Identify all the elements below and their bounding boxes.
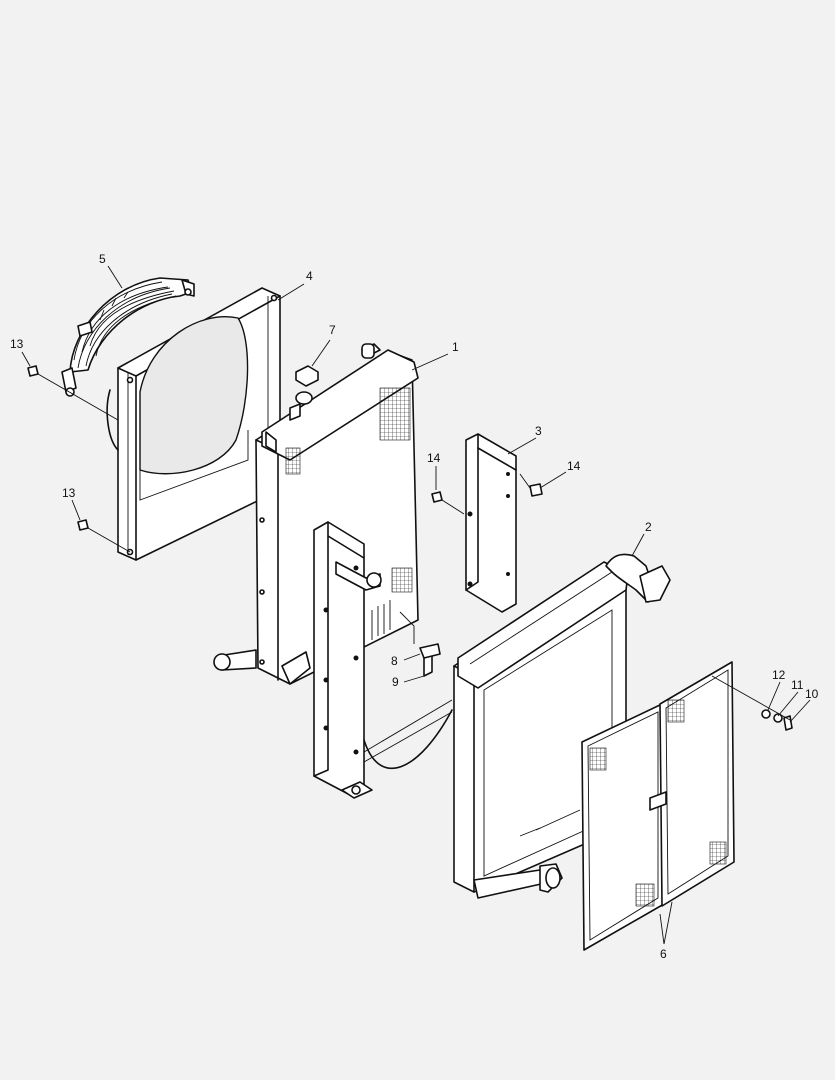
- callout-12: 12: [772, 668, 786, 682]
- bracket-right: [465, 433, 517, 613]
- radiator: [213, 343, 419, 685]
- callout-3: 3: [535, 424, 542, 438]
- callouts: 1 2 3 4 5 6 7 8 9 10 11 12 13 13 14 14: [10, 252, 819, 961]
- callout-13-bottom: 13: [62, 486, 76, 500]
- callout-8: 8: [391, 654, 398, 668]
- bracket-left: [313, 521, 453, 799]
- hardware: [27, 365, 793, 731]
- fan-guard: [61, 277, 195, 397]
- drain-valve: [399, 611, 441, 677]
- screen-panels: [581, 661, 735, 951]
- callout-9: 9: [392, 675, 399, 689]
- fan-shroud: [106, 287, 281, 561]
- leader-lines: [21, 265, 811, 945]
- callout-14-right: 14: [567, 459, 581, 473]
- callout-7: 7: [329, 323, 336, 337]
- callout-1: 1: [452, 340, 459, 354]
- callout-5: 5: [99, 252, 106, 266]
- radiator-cap: [295, 365, 319, 387]
- callout-10: 10: [805, 687, 819, 701]
- callout-2: 2: [645, 520, 652, 534]
- callout-11: 11: [791, 678, 804, 692]
- callout-13-top: 13: [10, 337, 24, 351]
- callout-4: 4: [306, 269, 313, 283]
- callout-14-left: 14: [427, 451, 441, 465]
- callout-6: 6: [660, 947, 667, 961]
